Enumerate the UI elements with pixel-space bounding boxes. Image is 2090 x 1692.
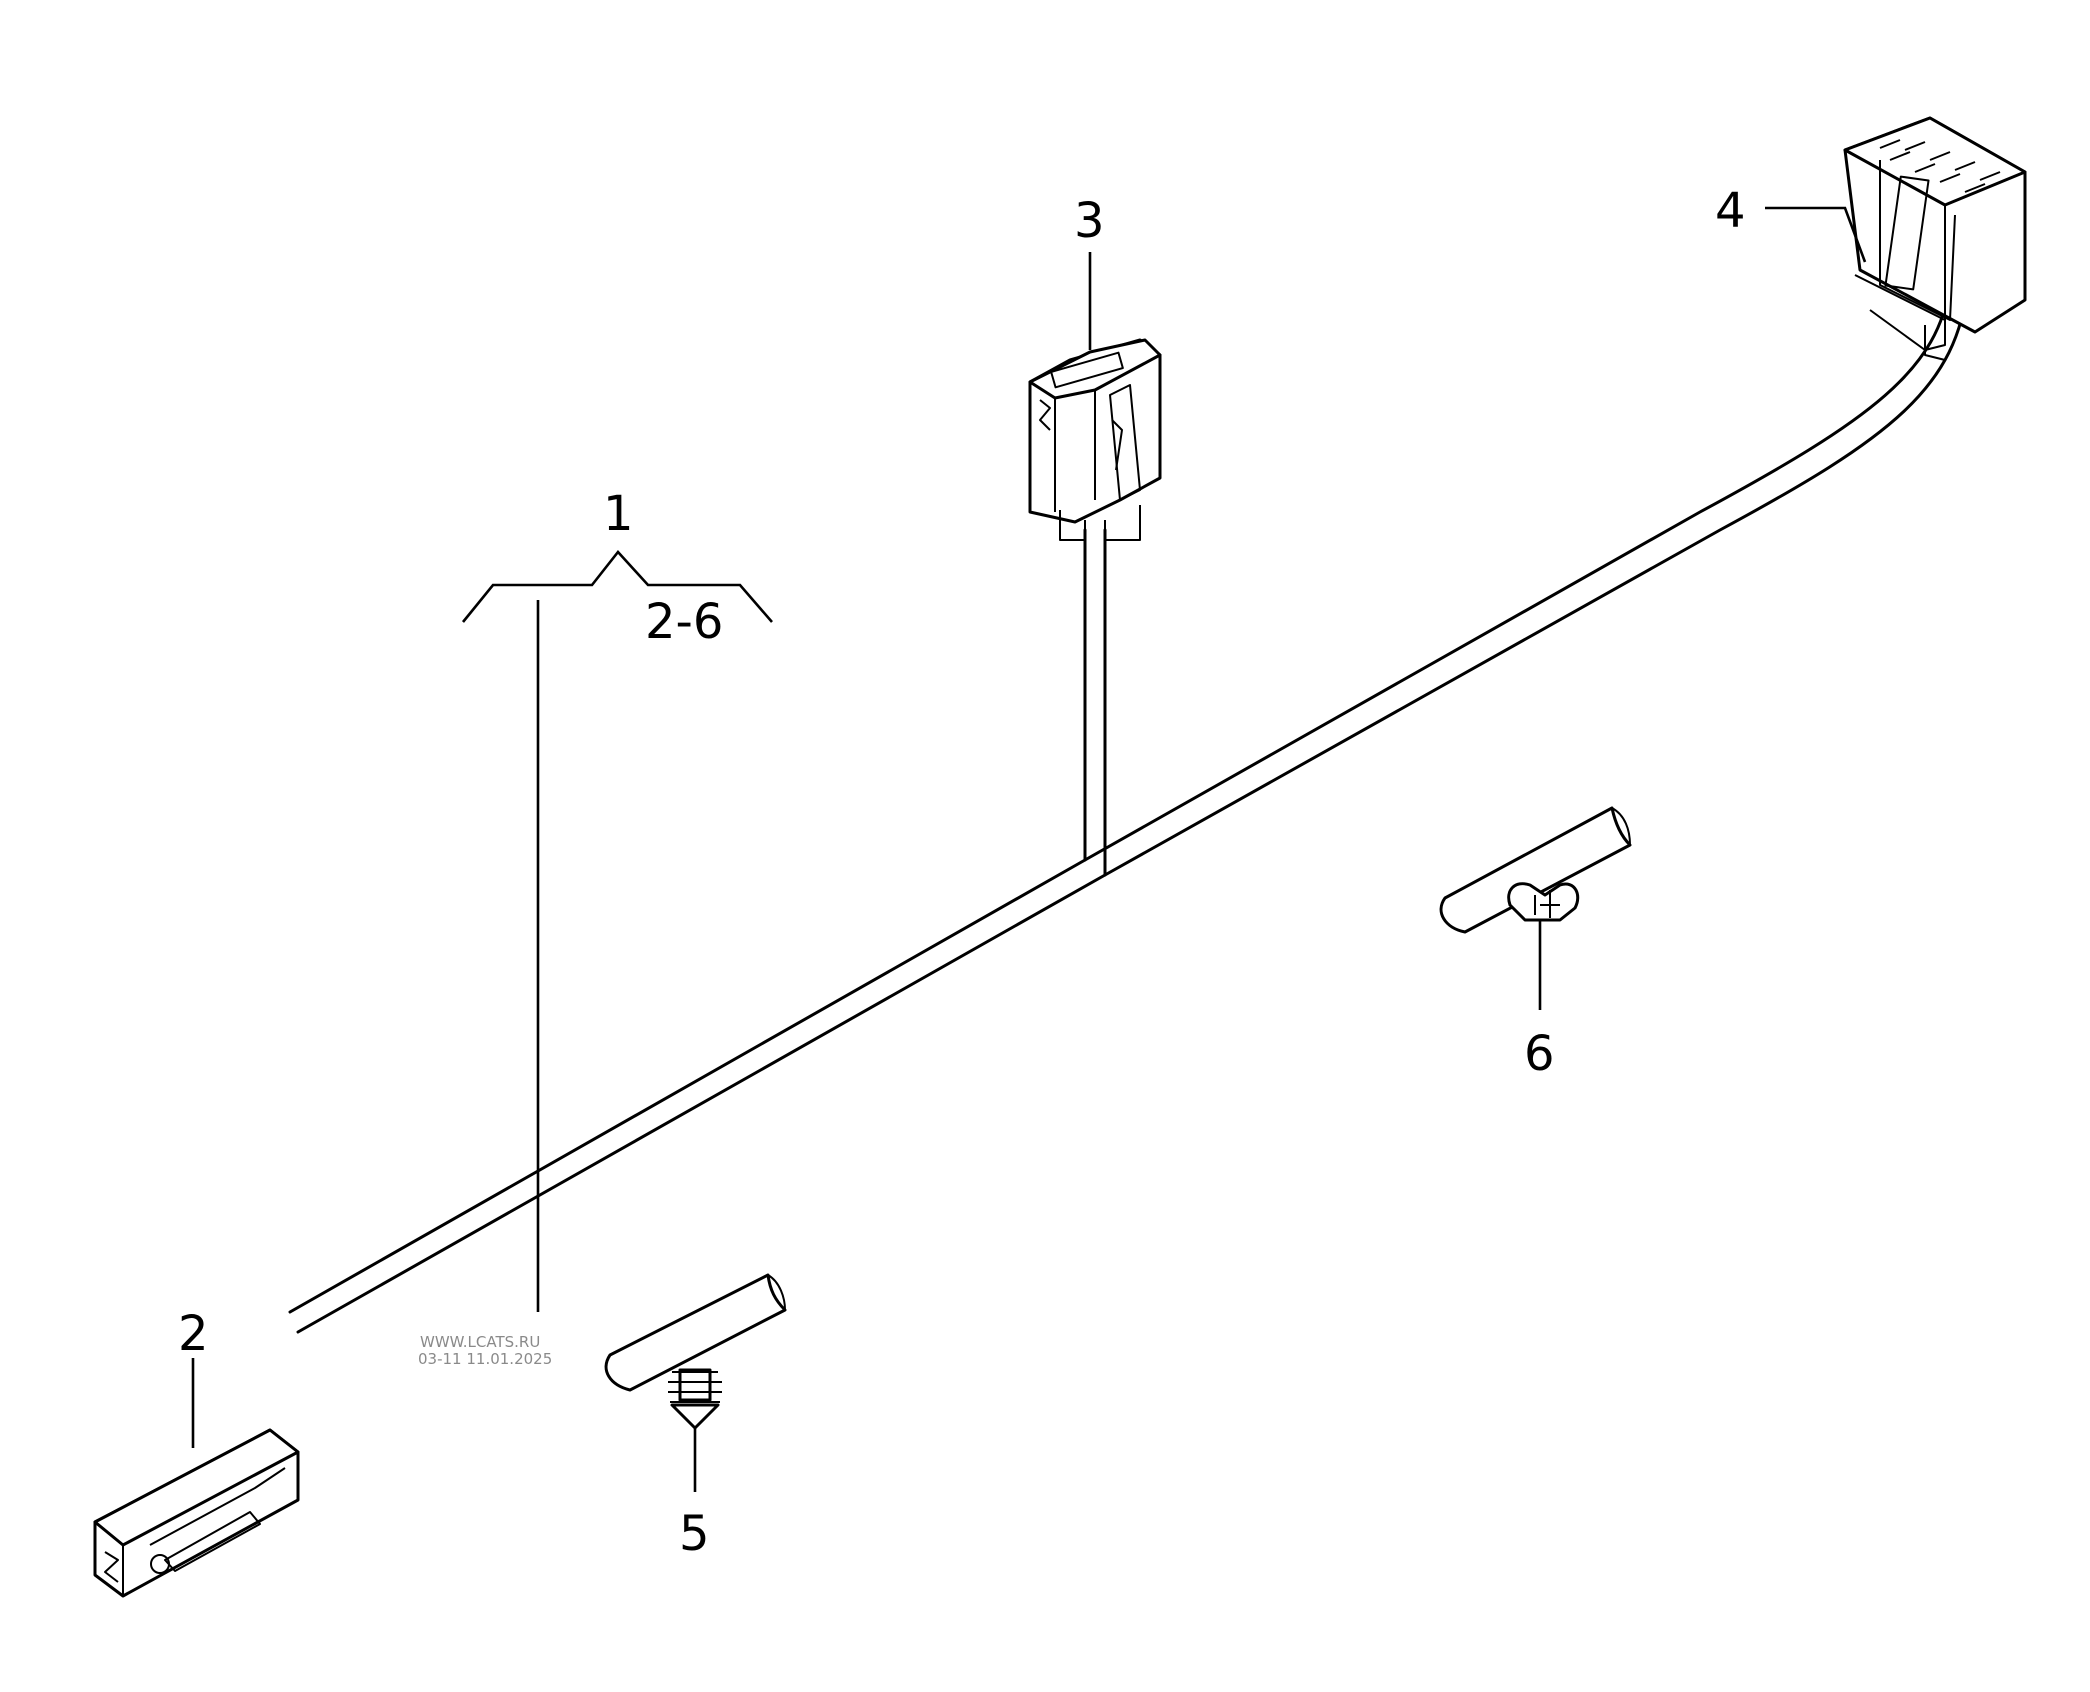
watermark-line-2: 03-11 11.01.2025 [418, 1350, 552, 1368]
callout-6: 6 [1524, 1026, 1555, 1082]
clip-5 [604, 1273, 787, 1430]
connector-2 [93, 1428, 300, 1598]
callout-range-2-6: 2-6 [645, 594, 723, 650]
callout-5: 5 [679, 1506, 710, 1562]
callout-3: 3 [1074, 193, 1105, 249]
connector-3 [1028, 338, 1162, 541]
clip-6 [1439, 806, 1632, 934]
callout-1: 1 [603, 486, 634, 542]
harness-cable [288, 280, 1970, 1334]
callout-2: 2 [178, 1306, 209, 1362]
callout-4: 4 [1715, 183, 1746, 239]
leader-lines [191, 206, 1867, 1492]
connector-4 [1843, 116, 2027, 361]
watermark-line-1: WWW.LCATS.RU [420, 1333, 540, 1351]
